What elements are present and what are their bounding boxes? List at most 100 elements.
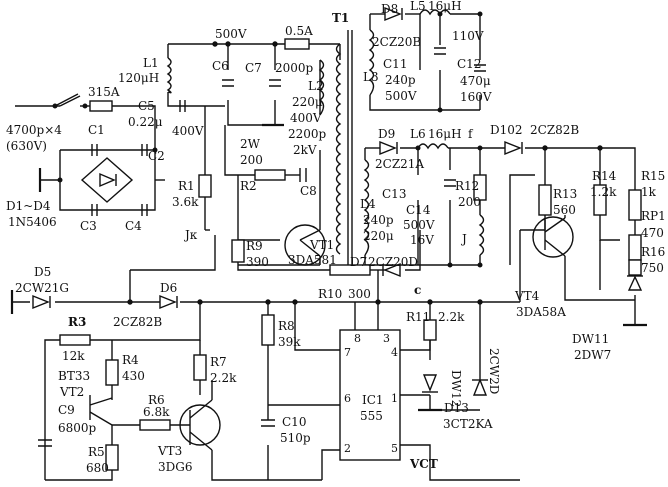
label-jk: Jк	[183, 228, 198, 242]
label-d1d4: D1~D4	[6, 199, 51, 213]
resistor-r12	[473, 174, 487, 201]
transistor-vt1	[284, 224, 326, 266]
label-r11: R11	[406, 310, 430, 324]
label-pin7: 7	[344, 346, 351, 359]
label-vt1-type: 3DA581	[288, 253, 337, 267]
capacitor-c8	[299, 168, 307, 182]
label-r13-val: 560	[553, 203, 576, 217]
label-l5: L5	[410, 0, 426, 13]
capacitor-c6	[222, 79, 234, 87]
label-c10: C10	[282, 415, 306, 429]
label-r16: R16	[641, 245, 665, 259]
label-f: f	[468, 127, 474, 141]
label-c7: C7	[245, 61, 262, 75]
label-fuse-315a: 315A	[88, 85, 120, 99]
label-c6: C6	[212, 59, 229, 73]
label-l5-val: 16μH	[428, 0, 462, 13]
resistor-r11	[423, 319, 437, 341]
label-d13-type: 3CT2KA	[443, 417, 493, 431]
label-d8-type: 2CZ20B	[372, 35, 421, 49]
label-d1d4-type: 1N5406	[8, 215, 57, 229]
label-400v: 400V	[172, 124, 204, 138]
label-c14-v1: 500V	[403, 218, 435, 232]
fuse-05a	[284, 38, 310, 50]
transistor-vt4	[532, 216, 574, 258]
label-j: J	[460, 232, 467, 246]
label-r4: R4	[122, 353, 139, 367]
label-r14: R14	[592, 169, 617, 183]
transistor-vt3	[179, 404, 221, 446]
label-2w: 2W	[240, 137, 261, 151]
label-r7: R7	[210, 355, 227, 369]
label-r8: R8	[278, 319, 295, 333]
label-vt4: VT4	[514, 289, 540, 303]
label-ic1-type: 555	[360, 409, 383, 423]
diode-d6	[159, 294, 178, 310]
label-r15: R15	[641, 169, 665, 183]
label-r1: R1	[178, 179, 195, 193]
label-c11-v1: 240p	[385, 73, 416, 87]
label-r10: R10	[318, 287, 342, 301]
label-pin5: 5	[391, 442, 398, 455]
label-r2-val: 200	[240, 153, 263, 167]
ic1-555	[339, 329, 401, 461]
label-r14-val: 1.2k	[590, 185, 617, 199]
label-ic1: IC1	[362, 393, 384, 407]
bridge-d1-d4	[80, 157, 134, 203]
label-dw12-type: 2CW2D	[487, 348, 501, 394]
inductor-l2	[318, 59, 325, 116]
label-vt1: VT1	[309, 238, 334, 252]
component-labels: T1 D8 L5 16μH 500V 0.5A 2CZ20B 110V L1 1…	[6, 0, 666, 475]
label-r6-val: 6.8k	[143, 405, 170, 419]
label-vt4-type: 3DA58A	[516, 305, 566, 319]
label-vt3: VT3	[157, 444, 182, 458]
thyristor-d13	[422, 374, 438, 393]
label-d5: D5	[34, 265, 51, 279]
capacitor-c4	[141, 204, 148, 216]
resistor-r9	[231, 239, 245, 263]
label-vt2: VT2	[59, 385, 84, 399]
label-c12-v2: 160V	[460, 90, 492, 104]
resistor-r13	[538, 184, 552, 216]
label-l3: L3	[363, 70, 379, 84]
resistor-r14	[593, 184, 607, 216]
label-c11-v2: 500V	[385, 89, 417, 103]
label-t1: T1	[332, 11, 349, 25]
inductor-l1	[166, 57, 172, 94]
resistor-r5	[105, 444, 119, 471]
label-vt3-type: 3DG6	[158, 460, 192, 474]
label-pin8: 8	[354, 332, 361, 345]
capacitor-c9	[38, 439, 52, 447]
capacitor-c11	[434, 47, 446, 55]
label-l4-v1: 240p	[363, 213, 394, 227]
label-r11-val: 2.2k	[438, 310, 465, 324]
label-c-node: c	[414, 283, 421, 297]
capacitor-c13	[444, 179, 456, 187]
diode-d7	[382, 262, 401, 278]
label-l6-val: 16μH	[428, 127, 462, 141]
resistor-r1	[198, 174, 212, 198]
label-r5-val: 680	[86, 461, 109, 475]
label-r3-val: 12k	[62, 349, 85, 363]
label-c13: C13	[382, 187, 406, 201]
label-r13: R13	[553, 187, 577, 201]
power-switch	[54, 93, 79, 107]
label-c5: C5	[138, 99, 155, 113]
label-vct: VCT	[409, 457, 438, 471]
label-500v: 500V	[215, 27, 247, 41]
label-dw11: DW11	[572, 332, 609, 346]
inductor-l4	[363, 159, 370, 256]
label-pin1: 1	[391, 392, 398, 405]
label-rp1-val: 470	[641, 226, 664, 240]
label-l1-val: 120μH	[118, 71, 159, 85]
label-l1: L1	[143, 56, 159, 70]
label-d8: D8	[381, 2, 398, 16]
label-pin2: 2	[344, 442, 351, 455]
label-c8: C8	[300, 184, 317, 198]
label-d9-type: 2CZ21A	[375, 157, 424, 171]
label-pin4: 4	[391, 346, 398, 359]
resistor-r2	[254, 169, 286, 181]
resistor-r4	[105, 359, 119, 386]
label-c3: C3	[80, 219, 97, 233]
label-d9: D9	[378, 127, 395, 141]
